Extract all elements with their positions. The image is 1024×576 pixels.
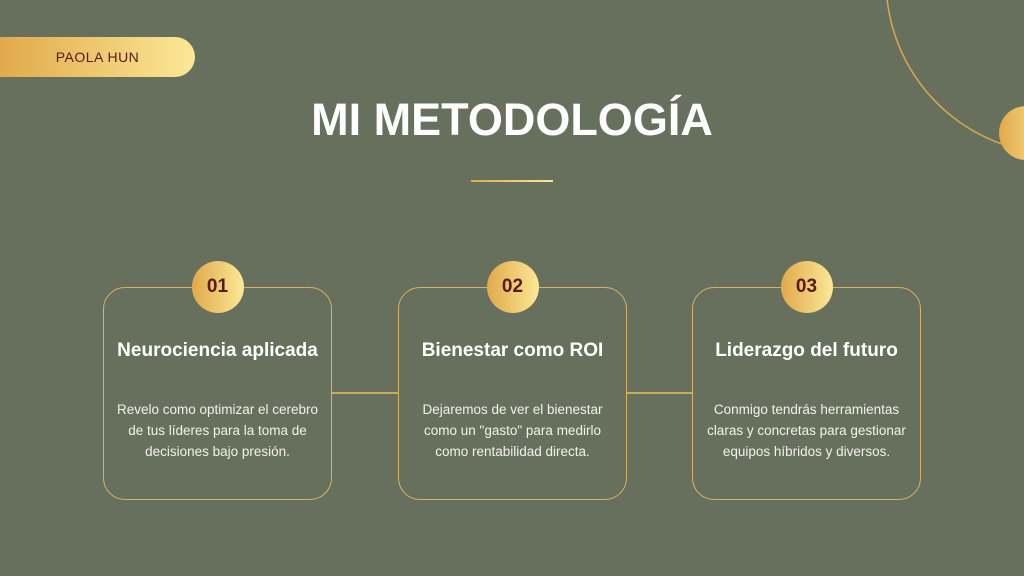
- step-title: Liderazgo del futuro: [715, 340, 898, 361]
- step-card-1: 01 Neurociencia aplicada Revelo como opt…: [103, 261, 332, 500]
- page-title: MI METODOLOGÍA: [311, 94, 713, 145]
- step-title: Neurociencia aplicada: [117, 340, 318, 361]
- step-number-badge: 03: [780, 261, 833, 313]
- connector-line: [627, 392, 692, 394]
- step-number-badge: 01: [191, 261, 244, 313]
- decorative-gold-circle: [999, 106, 1024, 160]
- step-description: Conmigo tendrás herramientas claras y co…: [707, 402, 906, 459]
- step-number-badge: 02: [486, 261, 539, 313]
- step-description: Revelo como optimizar el cerebro de tus …: [116, 402, 319, 459]
- title-underline: [471, 180, 553, 182]
- step-card-3: 03 Liderazgo del futuro Conmigo tendrás …: [692, 261, 921, 500]
- step-title: Bienestar como ROI: [421, 340, 604, 361]
- brand-pill: PAOLA HUN: [0, 37, 195, 77]
- step-description: Dejaremos de ver el bienestar como un "g…: [422, 402, 603, 459]
- step-card-2: 02 Bienestar como ROI Dejaremos de ver e…: [398, 261, 627, 500]
- connector-line: [332, 392, 398, 394]
